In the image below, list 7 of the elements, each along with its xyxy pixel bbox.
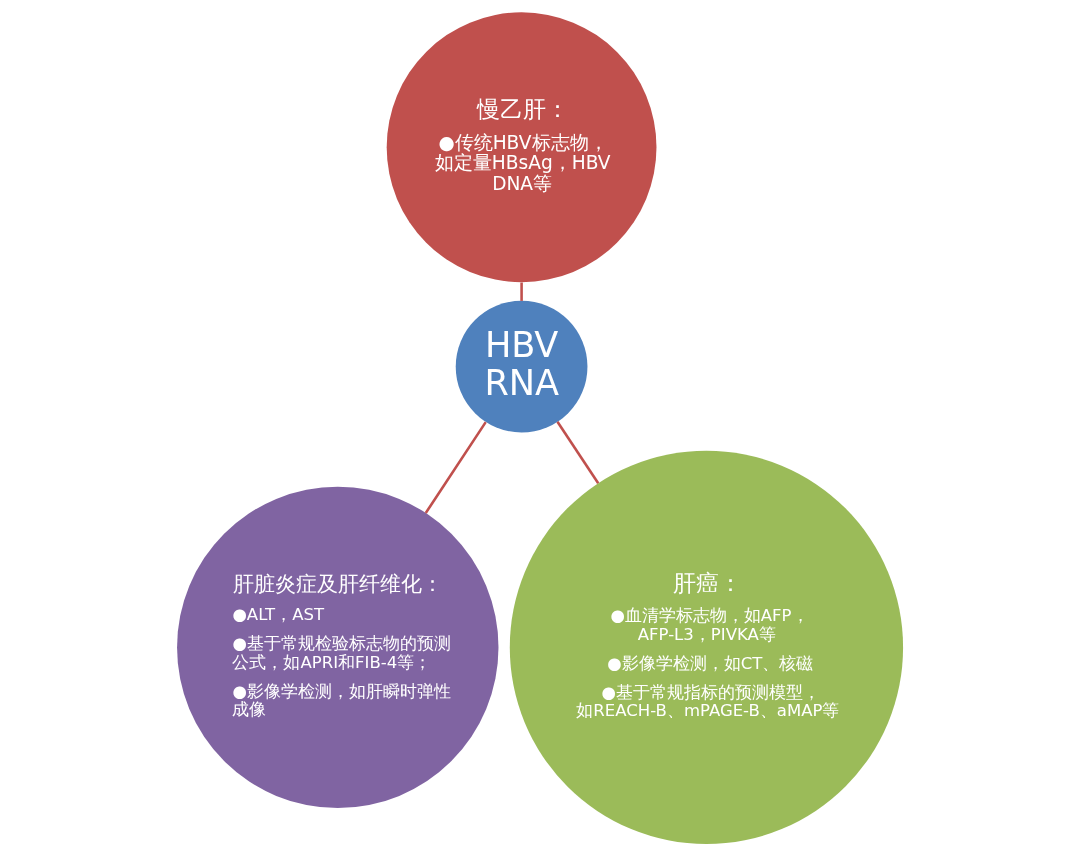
- node-circle: 慢乙肝： ●传统HBV标志物，如定量HBsAg，HBV DNA等: [386, 12, 657, 283]
- node-circle: HBV RNA: [455, 300, 588, 433]
- node-circle: 肝癌： ●血清学标志物，如AFP，AFP-L3，PIVKA等 ●影像学检测，如CT、核磁 ●基于常规指标的预测模型，如REACH-B、mPAGE-B、aMAP等: [509, 450, 904, 845]
- connector: [424, 421, 487, 514]
- connector: [520, 282, 523, 301]
- connector: [556, 421, 600, 484]
- node-circle: 肝脏炎症及肝纤维化： ●ALT，AST ●基于常规检验标志物的预测公式，如APRI和FIB-4等； ●影像学检测，如肝瞬时弹性成像: [177, 486, 499, 809]
